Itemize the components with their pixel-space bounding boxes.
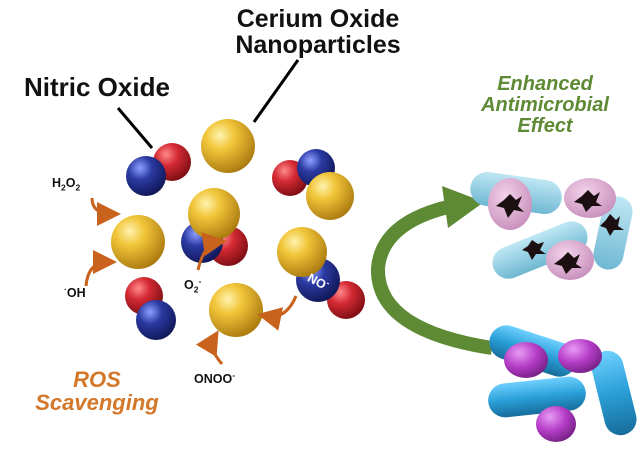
enhancement-arrow-head — [442, 186, 484, 228]
nitric-oxide-pointer-line — [116, 107, 154, 149]
h2o2-arrow — [90, 197, 121, 226]
ceria-particle-top-right — [306, 172, 354, 220]
damaged-bacteria-cluster — [470, 171, 633, 280]
cerium-oxide-label: Cerium Oxide Nanoparticles — [218, 6, 418, 59]
cerium-label-line2: Nanoparticles — [235, 31, 401, 60]
no-molecule-bottom-left — [125, 277, 176, 340]
nitric-oxide-label: Nitric Oxide — [24, 72, 170, 102]
ceria-particle-top — [201, 119, 255, 173]
ceria-particle-right — [277, 227, 327, 277]
ceria-particle-bottom — [209, 283, 263, 337]
enhanced-label-line1: Enhanced — [497, 73, 593, 95]
onoo-arrow — [195, 330, 224, 365]
cerium-pointer-line — [252, 59, 300, 123]
enhanced-label-line3: Effect — [517, 115, 573, 137]
ros-scavenging-label: ROS Scavenging — [22, 368, 172, 414]
enhanced-label-line2: Antimicrobial — [481, 94, 609, 116]
ros-label-line2: Scavenging — [35, 390, 159, 416]
hydroxyl-label: ·OH — [64, 284, 86, 301]
peroxynitrite-label: ONOO- — [194, 370, 236, 387]
ceria-particle-left — [111, 215, 165, 269]
h2o2-label: H2O2 — [52, 176, 81, 193]
ros-label-line1: ROS — [73, 367, 121, 392]
oh-arrow — [84, 250, 117, 287]
superoxide-label: O2- — [184, 276, 202, 295]
no-to-ceria-arrow — [257, 295, 298, 331]
enhancement-arrow — [370, 199, 494, 355]
o2-arrow — [196, 232, 227, 271]
ceria-particle-center — [188, 188, 240, 240]
cerium-label-line1: Cerium Oxide — [236, 5, 400, 33]
enhanced-effect-label: Enhanced Antimicrobial Effect — [470, 74, 620, 137]
healthy-bacteria-cluster — [488, 325, 637, 442]
no-molecule-top-left — [126, 143, 191, 196]
